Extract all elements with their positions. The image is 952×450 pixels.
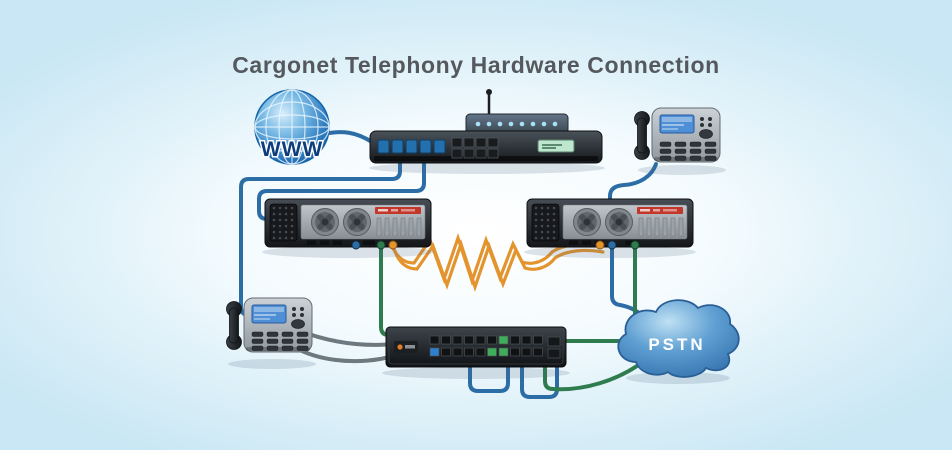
globe-icon: WWW	[254, 89, 330, 165]
gateway-right-icon	[526, 198, 694, 248]
cable-right-gateway-to-switch	[556, 242, 637, 343]
router-lan-ports	[451, 137, 499, 159]
gateway-left-icon	[264, 198, 432, 248]
router-uplink-ports	[377, 139, 446, 154]
cable-switch-to-pstn	[543, 359, 646, 392]
pstn-cloud-icon: PSTN	[617, 299, 740, 378]
connector-plugs	[351, 240, 640, 250]
ip-phone-top-icon	[634, 107, 721, 163]
ip-phone-bottom-icon	[226, 297, 313, 353]
router-led-row	[475, 121, 558, 127]
cable-e1-link-b	[393, 238, 605, 293]
www-label: WWW	[261, 138, 323, 161]
cable-top-phone-to-right-gateway	[608, 162, 658, 214]
pstn-label: PSTN	[648, 335, 705, 354]
cable-internet-to-router	[322, 130, 374, 144]
network-switch-icon	[385, 326, 567, 368]
diagram-title: Cargonet Telephony Hardware Connection	[232, 52, 720, 78]
cable-switch-jumper-2	[520, 360, 559, 399]
cable-switch-jumper-1	[468, 360, 510, 393]
router-icon	[369, 89, 603, 164]
cable-router-to-bottom-phone	[239, 159, 402, 317]
cable-router-to-left-gateway	[257, 159, 426, 221]
shadow-layer	[228, 162, 730, 384]
